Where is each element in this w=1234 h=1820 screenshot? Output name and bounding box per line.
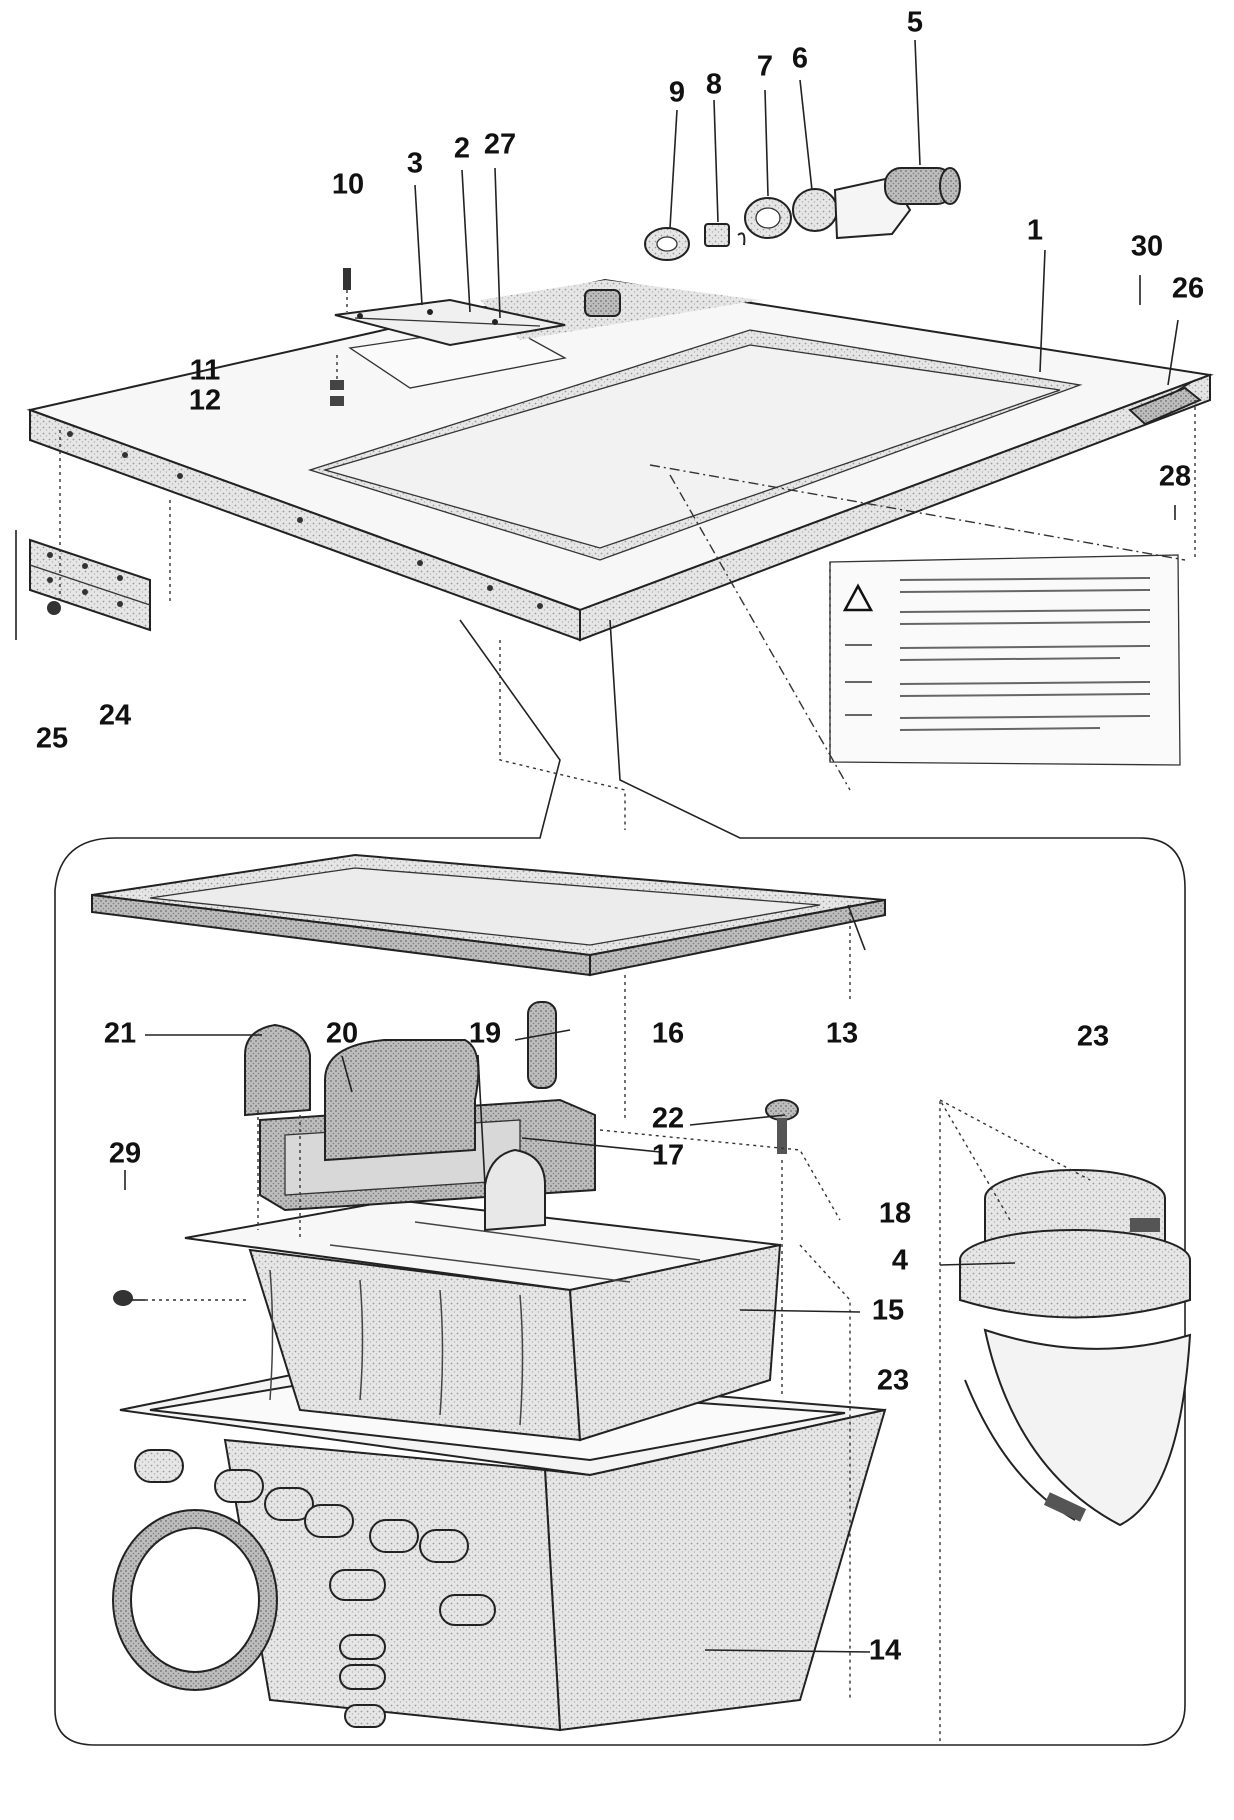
callout-1: 1 (1027, 215, 1043, 247)
callout-25: 25 (36, 723, 68, 755)
inner-tray (184, 1198, 782, 1442)
callout-23a: 23 (1077, 1021, 1109, 1053)
callout-4: 4 (892, 1245, 908, 1277)
panel-connector (584, 289, 621, 317)
screw-22 (765, 1099, 799, 1395)
hinge-bracket (1128, 379, 1202, 426)
callout-24: 24 (99, 700, 131, 732)
holder-20 (324, 1039, 480, 1162)
callout-2: 2 (454, 133, 470, 165)
callout-28: 28 (1159, 461, 1191, 493)
callout-27: 27 (484, 129, 516, 161)
callout-9: 9 (669, 77, 685, 109)
callout-5: 5 (907, 7, 923, 39)
screw-10 (343, 268, 351, 312)
callout-13: 13 (826, 1018, 858, 1050)
fasteners-11-12 (330, 355, 344, 406)
callout-8: 8 (706, 69, 722, 101)
holder-19 (484, 1148, 546, 1232)
callout-3: 3 (407, 148, 423, 180)
callout-12: 12 (189, 385, 221, 417)
connector-assembly (644, 167, 961, 261)
callout-20: 20 (326, 1018, 358, 1050)
bracket-16 (514, 1001, 571, 1089)
callout-22: 22 (652, 1103, 684, 1135)
module-lid (91, 853, 886, 977)
callout-19: 19 (469, 1018, 501, 1050)
callout-14: 14 (869, 1635, 901, 1667)
callout-6: 6 (792, 43, 808, 75)
callout-29: 29 (109, 1138, 141, 1170)
leader-lines (124, 39, 1179, 1653)
callout-30: 30 (1131, 231, 1163, 263)
warning-label (829, 554, 1181, 766)
callout-23b: 23 (877, 1365, 909, 1397)
callout-26: 26 (1172, 273, 1204, 305)
alignment-lines (59, 400, 1196, 1700)
callout-7: 7 (757, 51, 773, 83)
callout-21: 21 (104, 1018, 136, 1050)
callout-18: 18 (879, 1198, 911, 1230)
callout-11: 11 (190, 355, 221, 387)
cover-plate (334, 298, 566, 347)
callout-10: 10 (332, 169, 364, 201)
holder-21 (244, 1023, 311, 1117)
detail-frame (54, 619, 1186, 1746)
callout-labels: 1 2 3 27 10 11 12 5 6 7 8 9 30 26 28 24 … (36, 7, 1204, 1667)
callout-16: 16 (652, 1018, 684, 1050)
hinge (15, 530, 151, 640)
hose-elbow (959, 1169, 1192, 1527)
pipe-ports (134, 1449, 496, 1728)
callout-17: 17 (652, 1140, 684, 1172)
screw-29 (113, 1290, 145, 1306)
warning-triangle-icon (842, 583, 874, 612)
drain-outlet (112, 1509, 278, 1691)
callout-15: 15 (872, 1295, 904, 1327)
